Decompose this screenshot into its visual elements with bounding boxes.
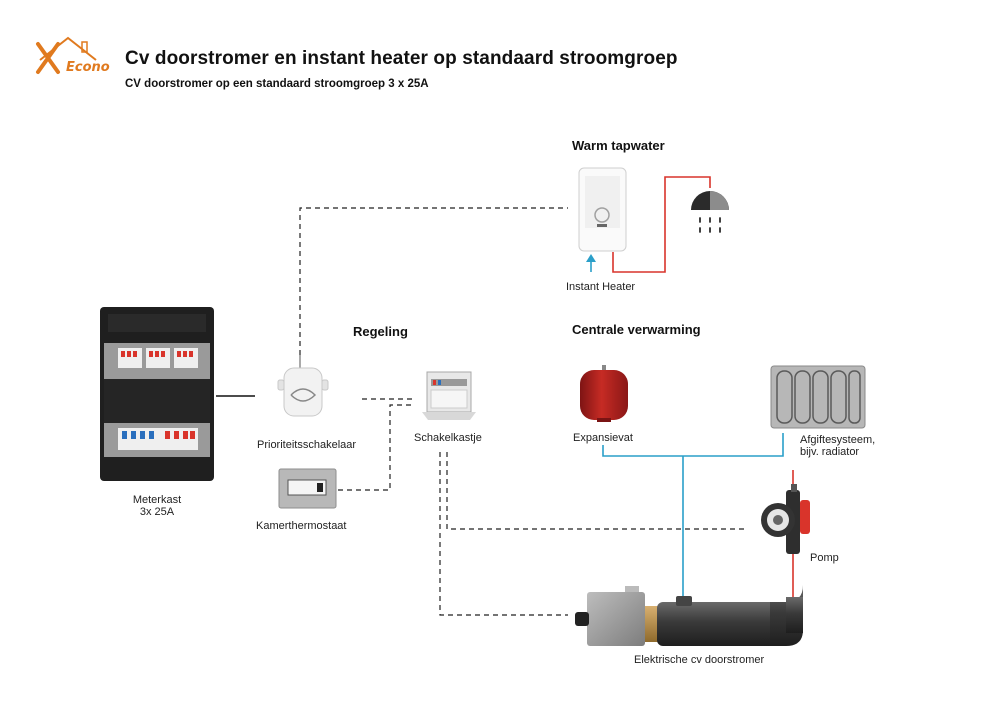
instant-heater-device: [578, 167, 627, 252]
econo-logo-icon: [36, 36, 97, 74]
afgiftesysteem-label-line1: Afgiftesysteem,: [800, 434, 876, 446]
schakelkastje-device: [422, 371, 476, 420]
expansievat-device: [580, 365, 628, 422]
afgiftesysteem-label: Afgiftesysteem, bijv. radiator: [800, 434, 875, 458]
kamerthermostaat-device: [278, 468, 337, 509]
kamerthermostaat-label: Kamerthermostaat: [256, 520, 347, 532]
hot-water-lines: [612, 176, 794, 600]
meterkast-label-line2: 3x 25A: [139, 506, 175, 518]
page-title: Cv doorstromer en instant heater op stan…: [125, 48, 678, 69]
radiator-device: [770, 365, 866, 429]
prioriteitsschakelaar-label: Prioriteitsschakelaar: [257, 439, 357, 451]
pomp-device: [761, 484, 810, 554]
meterkast-label-line1: Meterkast: [132, 494, 182, 506]
cv-doorstromer-label: Elektrische cv doorstromer: [634, 654, 765, 666]
afgiftesysteem-label-line2: bijv. radiator: [800, 446, 860, 458]
schakelkastje-label: Schakelkastje: [414, 432, 482, 444]
meterkast: [100, 307, 214, 481]
cold-inlet-arrow: [586, 254, 596, 262]
instant-heater-label: Instant Heater: [566, 281, 636, 293]
prioriteitsschakelaar-device: [277, 355, 329, 417]
logo-text: Econo: [66, 60, 110, 75]
shower-head-icon: [691, 191, 729, 233]
section-regeling: Regeling: [353, 324, 408, 339]
meterkast-label: Meterkast 3x 25A: [110, 494, 204, 518]
section-warm-tapwater: Warm tapwater: [572, 138, 665, 153]
section-centrale-verwarming: Centrale verwarming: [572, 322, 701, 337]
control-lines: [299, 207, 745, 616]
line-thermostat-to-schakelkast: [338, 404, 412, 491]
line-schakelkast-to-doorstromer: [439, 452, 568, 616]
cv-doorstromer-device: [575, 585, 803, 646]
page-subtitle: CV doorstromer op een standaard stroomgr…: [125, 78, 429, 90]
line-schakelkast-to-pomp: [446, 452, 745, 530]
expansievat-label: Expansievat: [573, 432, 633, 444]
pomp-label: Pomp: [810, 552, 839, 564]
line-priority-to-heater: [299, 207, 568, 355]
